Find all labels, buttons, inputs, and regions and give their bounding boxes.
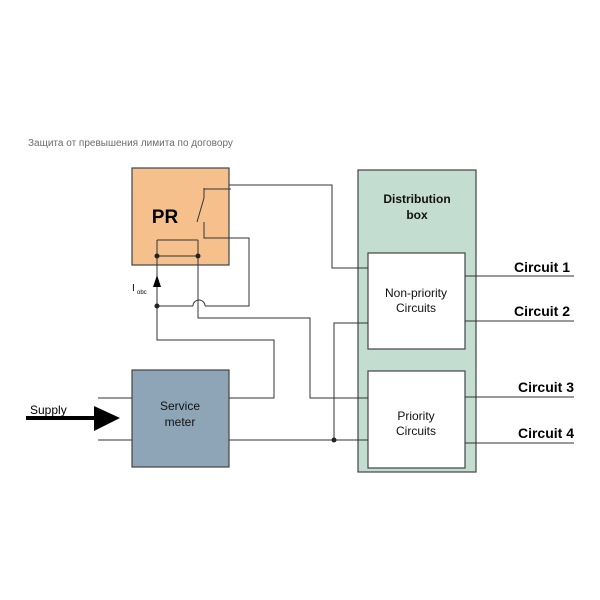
non-priority-circuits-box — [367, 252, 466, 350]
current-arrow-icon — [153, 275, 161, 287]
supply-label: Supply — [30, 403, 67, 417]
non-priority-label-line2: Circuits — [396, 301, 436, 315]
supply-arrow-icon — [94, 406, 120, 431]
non-priority-label-line1: Non-priority — [385, 286, 447, 300]
junction-dot — [154, 303, 160, 309]
priority-label-line1: Priority — [397, 409, 434, 423]
distribution-box-label-line1: Distribution — [383, 192, 450, 206]
service-meter-box — [131, 369, 230, 468]
circuit-2-label: Circuit 2 — [514, 303, 570, 319]
junction-dot — [154, 253, 160, 259]
current-label: I — [132, 283, 135, 294]
distribution-box-label-line2: box — [406, 208, 428, 222]
junction-dot — [331, 437, 337, 443]
current-label-subscript: obc — [137, 290, 147, 296]
pr-relay-label: PR — [152, 207, 179, 228]
service-meter-label-line2: meter — [165, 415, 196, 429]
diagram-caption: Защита от превышения лимита по договору — [28, 138, 233, 149]
priority-label-line2: Circuits — [396, 424, 436, 438]
circuit-1-label: Circuit 1 — [514, 259, 570, 275]
circuit-3-label: Circuit 3 — [518, 379, 574, 395]
relay-contact-icon — [196, 188, 231, 239]
pr-relay-box — [131, 167, 230, 266]
wiring — [98, 184, 574, 444]
junction-dot — [195, 253, 201, 259]
priority-circuits-box — [367, 370, 466, 469]
service-meter-label-line1: Service — [160, 399, 200, 413]
circuit-4-label: Circuit 4 — [518, 425, 574, 441]
